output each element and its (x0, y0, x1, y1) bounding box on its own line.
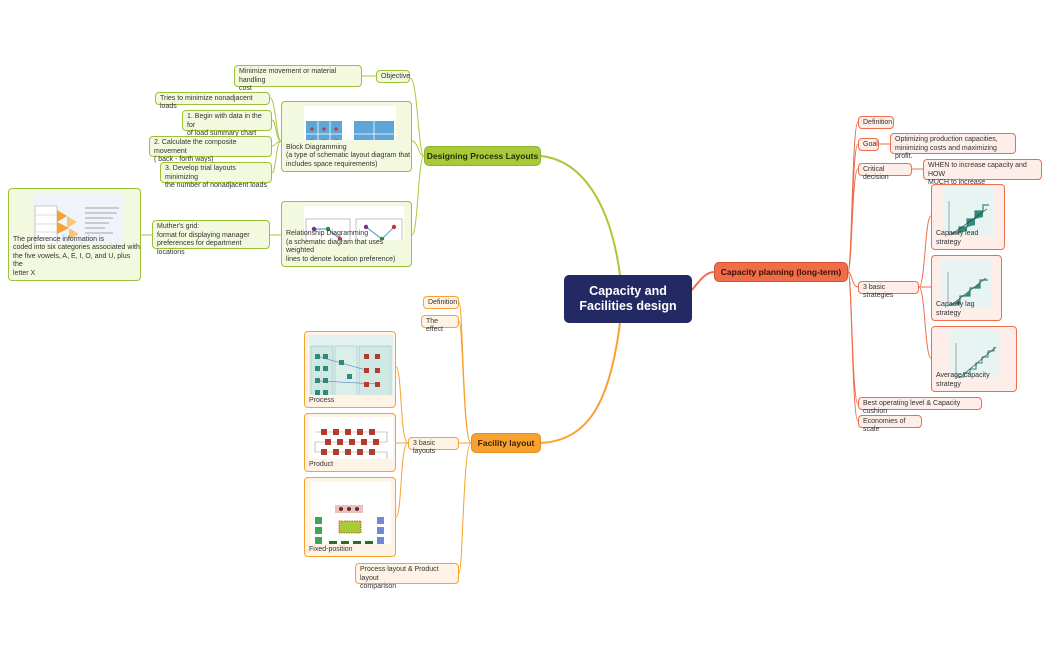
average-capacity-strategy-caption: Average capacity strategy (936, 372, 990, 388)
central-topic[interactable]: Capacity and Facilities design (564, 275, 692, 323)
economies-of-scale-topic[interactable]: Economies of scale (858, 415, 922, 433)
capacity-lead-chart-image (943, 188, 993, 236)
objective-detail[interactable]: Minimize movement or material handling c… (234, 65, 362, 92)
process-layout-image (309, 335, 393, 395)
average-capacity-chart-image (950, 330, 1000, 378)
facility-layout-topic[interactable]: Facility layout (471, 433, 541, 453)
relationship-diagramming-topic[interactable]: Relationship Diagramming (a schematic di… (281, 201, 412, 267)
preference-coding-topic[interactable]: The preference information is coded into… (8, 188, 141, 281)
capacity-lag-strategy-topic[interactable]: Capacity lag strategy (931, 255, 1002, 321)
muthers-grid-topic[interactable]: Muther's grid: format for displaying man… (152, 220, 270, 256)
process-layout-caption: Process (309, 396, 335, 404)
relationship-diagram-image (304, 206, 404, 240)
layout-comparison-topic[interactable]: Process layout & Product layout comparis… (355, 563, 459, 590)
block-detail-nonadjacent[interactable]: Tries to minimize nonadjacent loads (155, 92, 270, 110)
designing-process-layouts-topic[interactable]: Designing Process Layouts (424, 146, 541, 166)
basic-layouts-topic[interactable]: 3 basic layouts (408, 437, 459, 455)
fixed-position-layout-caption: Fixed-position (309, 545, 353, 553)
critical-decision-detail[interactable]: WHEN to increase capacity and HOW MUCH t… (923, 159, 1042, 186)
objective-topic[interactable]: Objective (376, 70, 410, 83)
product-layout-caption: Product (309, 460, 334, 468)
block-diagram-image (304, 106, 396, 140)
capacity-lead-strategy-topic[interactable]: Capacity lead strategy (931, 184, 1005, 250)
product-layout-topic[interactable]: Product (304, 413, 396, 472)
capacity-lag-strategy-caption: Capacity lag strategy (936, 301, 975, 317)
capacity-definition-topic[interactable]: Definition (858, 116, 894, 129)
goal-topic[interactable]: Goal (858, 138, 879, 151)
basic-strategies-topic[interactable]: 3 basic strategies (858, 281, 919, 299)
goal-detail[interactable]: Optimizing production capacities, minimi… (890, 133, 1016, 160)
fixed-position-layout-image (311, 482, 391, 544)
facility-effect-topic[interactable]: The effect (421, 315, 459, 333)
preference-coding-caption: The preference information is coded into… (13, 235, 140, 277)
capacity-planning-topic[interactable]: Capacity planning (long-term) (714, 262, 848, 282)
block-detail-step1[interactable]: 1. Begin with data in the for of load su… (182, 110, 272, 137)
facility-definition-topic[interactable]: Definition (423, 296, 459, 309)
product-layout-image (309, 417, 393, 459)
capacity-lag-chart-image (942, 259, 992, 307)
average-capacity-strategy-topic[interactable]: Average capacity strategy (931, 326, 1017, 392)
capacity-lead-strategy-caption: Capacity lead strategy (936, 230, 979, 246)
muthers-grid-image (33, 193, 123, 243)
block-detail-step2[interactable]: 2. Calculate the composite movement ( ba… (149, 136, 272, 163)
process-layout-topic[interactable]: Process (304, 331, 396, 408)
block-diagramming-caption: Block Diagramming (a type of schematic l… (286, 143, 411, 168)
relationship-diagramming-caption: Relationship Diagramming (a schematic di… (286, 230, 396, 263)
block-diagramming-topic[interactable]: Block Diagramming (a type of schematic l… (281, 101, 412, 172)
critical-decision-topic[interactable]: Critical decision (858, 163, 912, 181)
fixed-position-layout-topic[interactable]: Fixed-position (304, 477, 396, 557)
block-detail-step3[interactable]: 3. Develop trial layouts minimizing the … (160, 162, 272, 189)
best-operating-level-topic[interactable]: Best operating level & Capacity cushion (858, 397, 982, 415)
